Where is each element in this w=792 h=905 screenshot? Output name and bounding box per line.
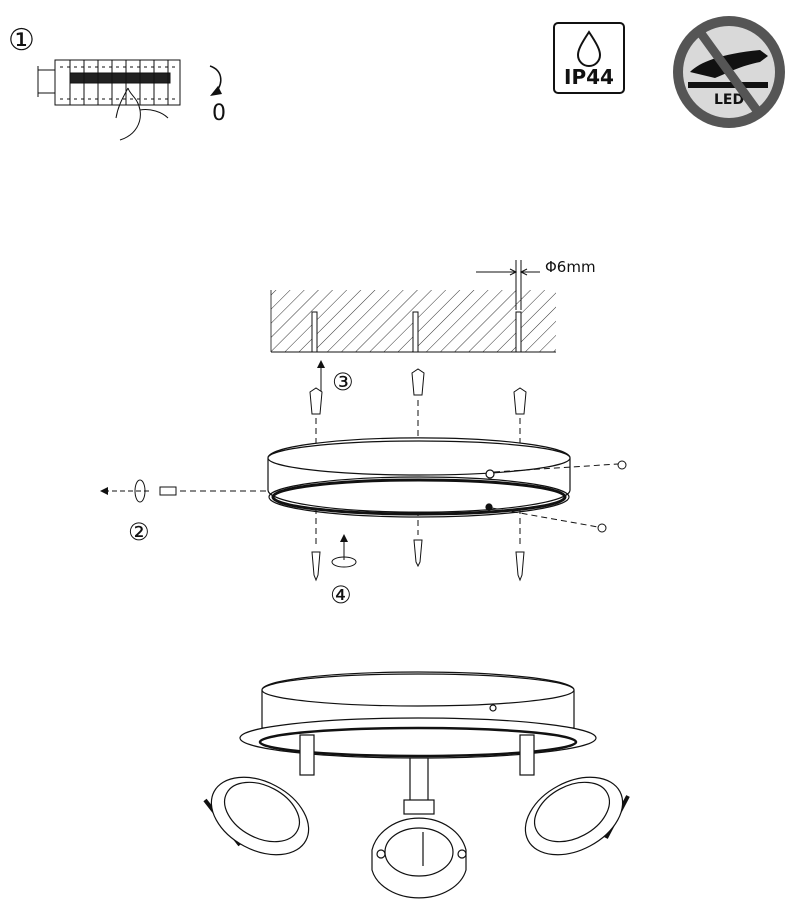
rotate-arrow-icon: [209, 65, 222, 96]
step-3-group: ③: [317, 360, 354, 396]
circuit-breaker-icon: [37, 59, 181, 141]
assembled-fixture: [203, 671, 630, 899]
led-label: LED: [714, 92, 744, 108]
step-2-group: ②: [100, 479, 268, 546]
step-4-group: ④: [330, 534, 357, 609]
wall-plug-icon: [309, 368, 527, 415]
screw-icon: [597, 460, 627, 533]
step-4-number: ④: [330, 581, 352, 609]
step-1-group: ① 0: [8, 23, 226, 141]
drill-diameter-label: Φ6mm: [545, 258, 596, 276]
switch-off-value: 0: [212, 101, 226, 126]
fixing-screw-lines: [491, 463, 619, 528]
drill-holes: [311, 311, 522, 353]
mounting-plate: [267, 437, 571, 518]
mounting-screws: [311, 539, 525, 582]
ip-rating-label: IP44: [564, 65, 614, 89]
step-2-number: ②: [128, 518, 150, 546]
step-1-number: ①: [8, 23, 35, 58]
water-drop-icon: [576, 30, 602, 67]
rotate-arrow-icon: [134, 479, 146, 503]
screw-icon: [159, 486, 177, 496]
rotate-arrow-icon: [331, 556, 357, 568]
ceiling-section: Φ6mm: [270, 258, 596, 353]
drill-diameter-dimension: [476, 260, 540, 310]
ip-rating-badge: IP44: [553, 22, 625, 94]
step-3-number: ③: [332, 368, 354, 396]
no-touch-led-icon: LED: [673, 16, 785, 128]
